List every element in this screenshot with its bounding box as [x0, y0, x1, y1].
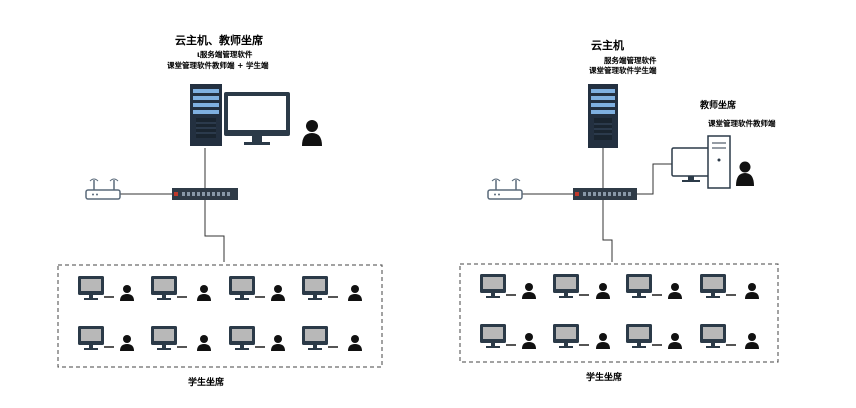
left-topology: 云主机、教师坐席 ι服务端管理软件 课堂管理软件教师端 + 学生端: [57, 33, 383, 388]
right-connections: [522, 148, 672, 262]
right-router-icon: [487, 178, 523, 200]
left-host-line1: ι服务端管理软件: [197, 49, 253, 59]
right-host-line2: 课堂管理软件学生端: [589, 65, 657, 75]
left-host-title: 云主机、教师坐席: [175, 33, 263, 47]
left-router-icon: [85, 178, 121, 200]
student-seat: [480, 324, 536, 349]
student-seat: [302, 326, 362, 351]
student-seat: [78, 326, 134, 351]
right-teacher-line1: 课堂管理软件教师端: [708, 118, 776, 128]
left-host-line2: 课堂管理软件教师端 + 学生端: [167, 60, 269, 70]
right-student-seats: [480, 274, 759, 349]
student-seat: [553, 274, 610, 299]
left-student-seats: [78, 276, 362, 351]
student-seat: [151, 326, 211, 351]
student-seat: [151, 276, 211, 301]
left-teacher-person-icon: [302, 120, 322, 146]
student-seat: [78, 276, 134, 301]
right-host-line1: 服务端管理软件: [604, 55, 657, 65]
student-seat: [553, 324, 610, 349]
student-seat: [480, 274, 536, 299]
right-students-label: 学生坐席: [586, 371, 622, 383]
right-server-icon: [588, 84, 618, 148]
right-host-title: 云主机: [591, 38, 624, 52]
student-seat: [229, 276, 285, 301]
left-teacher-monitor-icon: [224, 92, 290, 145]
student-seat: [302, 276, 362, 301]
left-switch-icon: [172, 188, 238, 200]
left-students-box: [57, 264, 383, 368]
right-students-box: [459, 263, 779, 363]
left-students-label: 学生坐席: [188, 376, 224, 388]
right-topology: 云主机 服务端管理软件 课堂管理软件学生端 教师坐席 课堂管理软件教师端: [459, 38, 779, 383]
right-teacher-person-icon: [736, 161, 754, 186]
student-seat: [700, 274, 759, 299]
student-seat: [626, 324, 682, 349]
student-seat: [229, 326, 285, 351]
student-seat: [626, 274, 682, 299]
left-connections: [120, 148, 225, 262]
right-teacher-desktop-icon: [671, 135, 731, 189]
left-server-icon: [190, 84, 222, 146]
student-seat: [700, 324, 759, 349]
right-switch-icon: [573, 188, 637, 200]
right-teacher-title: 教师坐席: [699, 99, 736, 111]
